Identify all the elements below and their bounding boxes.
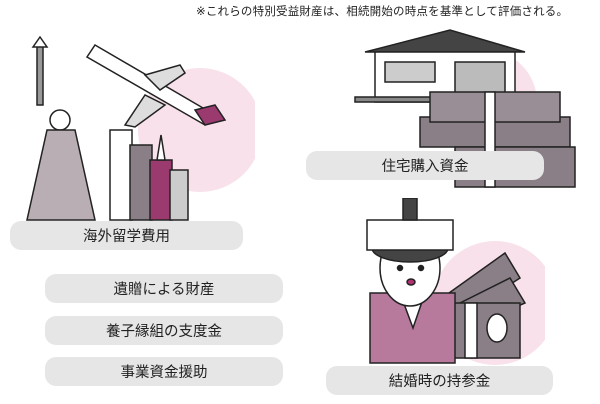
airplane-icon (85, 43, 227, 128)
house-icon (354, 29, 526, 103)
item-bequest: 遺贈による財産 (45, 274, 283, 303)
wedding-dowry-illustration (366, 198, 545, 365)
item-overseas-study: 海外留学費用 (10, 221, 243, 250)
footnote: ※これらの特別受益財産は、相続開始の時点を基準として評価される。 (196, 4, 569, 18)
item-wedding-dowry: 結婚時の持参金 (326, 366, 553, 395)
item-adoption-allowance: 養子縁組の支度金 (45, 316, 283, 345)
banknotes-icon (433, 251, 527, 359)
city-buildings-icon (109, 129, 189, 221)
statue-of-liberty-icon (26, 35, 96, 221)
bride-icon (366, 198, 456, 364)
overseas-study-illustration (26, 35, 255, 221)
item-business-funding: 事業資金援助 (45, 357, 283, 386)
item-house-purchase: 住宅購入資金 (306, 151, 544, 180)
